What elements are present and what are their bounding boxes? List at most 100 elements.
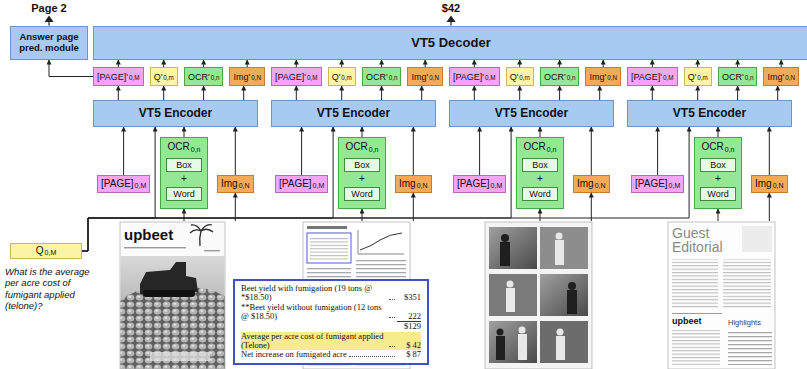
output-arrow	[46, 17, 455, 26]
document-link	[413, 193, 414, 221]
token-subscript: 0,M	[485, 72, 496, 84]
document-page	[668, 222, 775, 369]
magazine-title-box: upbeet	[124, 226, 173, 244]
token-name: Q'	[154, 71, 163, 83]
ocr-box: OCR0,n + BoxWord	[338, 137, 386, 209]
dot-leader	[389, 317, 395, 318]
box-label: Word	[351, 189, 372, 199]
connector	[425, 60, 426, 67]
answer-output-box: Page 2	[9, 2, 89, 15]
magazine-title: upbeet	[124, 226, 173, 243]
plus-sign: +	[537, 173, 543, 184]
ocr-box: OCR0,n+BoxWord	[694, 137, 742, 209]
token-subscript: 0,N	[417, 180, 428, 192]
page-token: [PAGE]0,M	[97, 175, 150, 193]
token-name: Img	[577, 178, 594, 190]
token-subscript: 0,n	[567, 72, 576, 84]
connector	[559, 86, 560, 100]
output-token: Q'0,m	[506, 67, 534, 86]
table-row: $129	[241, 321, 421, 331]
page-token: [PAGE]0,M	[631, 175, 684, 193]
connector	[243, 86, 244, 100]
table-row: Beet yield with fumigation (19 tons @ *$…	[241, 284, 421, 303]
box-label: VT5 Decoder	[411, 36, 490, 51]
encoder-block: VT5 Encoder	[627, 100, 792, 127]
token-subscript: 0,M	[45, 247, 57, 259]
document-link	[235, 193, 236, 221]
connector	[381, 86, 382, 100]
token-name: [PAGE]	[279, 178, 312, 190]
connector	[657, 127, 658, 175]
box-field: Box	[522, 158, 558, 172]
answer-page-module: Answer page pred. module	[10, 26, 88, 60]
output-token: Img'0,N	[407, 67, 443, 86]
output-token: [PAGE]'0,M	[93, 67, 144, 86]
word-field: Word	[700, 187, 736, 201]
table-cell: **Beet yield without fumigation (12 tons…	[241, 303, 387, 322]
connector	[474, 86, 475, 100]
table-row: **Beet yield without fumigation (12 tons…	[241, 303, 421, 322]
output-token: OCR'0,n	[362, 67, 401, 86]
ocr-box: OCR0,n+BoxWord	[516, 137, 564, 209]
token-name: Q'	[510, 71, 519, 83]
token-name: OCR'	[188, 71, 210, 83]
token-name: OCR	[346, 141, 368, 152]
connector	[296, 86, 297, 100]
table-cell: $ 42	[397, 341, 421, 350]
connector	[652, 60, 653, 67]
question-token: Q0,M	[10, 243, 82, 259]
connector	[82, 127, 511, 251]
question-text-box: What is the average per acre cost of fum…	[5, 266, 93, 312]
magazine-title-box: upbeet	[672, 316, 702, 327]
connector	[235, 127, 236, 175]
table-row: Net increase on fumigated acre$ 87	[241, 350, 421, 359]
output-token: Img'0,N	[229, 67, 265, 86]
document-link	[184, 209, 185, 221]
output-token: [PAGE]'0,M	[449, 67, 500, 86]
encoder-block: VT5 Encoder	[93, 100, 258, 127]
box-label: Box	[354, 160, 370, 170]
token-name: Img	[755, 178, 772, 190]
magazine-title: upbeet	[672, 316, 702, 326]
connector	[603, 60, 604, 67]
token-subscript: 0,n	[389, 72, 398, 84]
token-subscript: 0,n	[547, 146, 557, 153]
token-subscript: 0,N	[429, 72, 439, 84]
box-label: VT5 Encoder	[673, 107, 746, 121]
token-name: [PAGE]	[101, 178, 134, 190]
token-name: [PAGE]	[635, 178, 668, 190]
connector	[718, 127, 719, 137]
token-subscript: 0,n	[211, 72, 220, 84]
token-subscript: 0,N	[251, 72, 261, 84]
token-subscript: 0,M	[669, 180, 681, 192]
ocr-header: OCR0,n	[339, 141, 385, 154]
document-page	[120, 222, 225, 369]
connector	[540, 127, 541, 137]
ocr-plus: +	[695, 173, 741, 185]
box-label: Box	[176, 160, 192, 170]
connector	[203, 86, 204, 100]
connector	[652, 86, 653, 100]
document-link	[769, 193, 770, 221]
connector	[697, 86, 698, 100]
page-heading-box: Guest Editorial	[672, 226, 738, 254]
connector	[362, 127, 363, 137]
table-cell: Net increase on fumigated acre	[241, 350, 347, 359]
token-name: Q'	[688, 71, 697, 83]
connector	[82, 127, 689, 251]
output-token: Q'0,m	[150, 67, 178, 86]
ocr-box: OCR0,n+BoxWord	[160, 137, 208, 209]
table-row: Average per acre cost of fumigant applie…	[241, 332, 421, 351]
section-heading-box: Highlights	[728, 318, 761, 327]
token-subscript: 0,M	[307, 72, 318, 84]
answer-output: Page 2	[31, 2, 66, 14]
decoder-block: VT5 Decoder	[93, 26, 807, 60]
connector	[82, 127, 333, 251]
token-name: OCR'	[722, 71, 744, 83]
token-subscript: 0,M	[135, 180, 147, 192]
plus-sign: +	[359, 173, 365, 184]
box-label: Box	[532, 160, 548, 170]
table-cell: Beet yield with fumigation (19 tons @ *$…	[241, 284, 387, 303]
ocr-plus: +	[161, 173, 207, 185]
